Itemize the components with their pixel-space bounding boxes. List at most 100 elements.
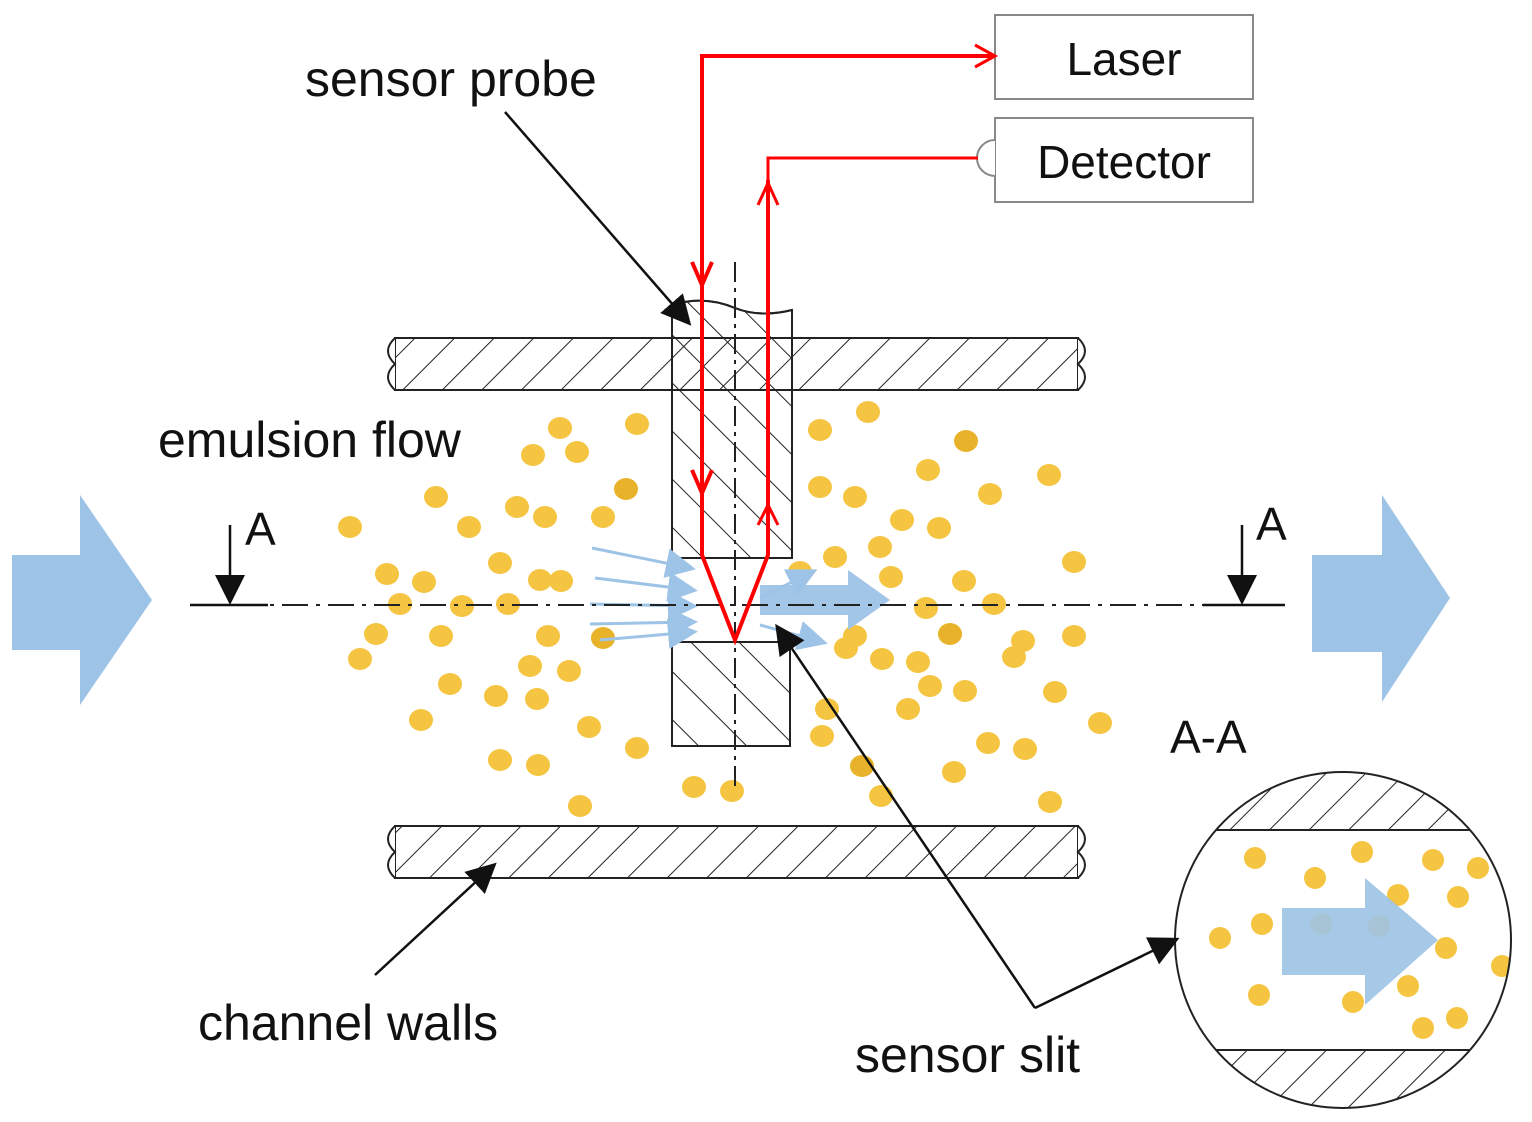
- droplet: [869, 785, 893, 807]
- droplet: [976, 732, 1000, 754]
- droplet: [952, 570, 976, 592]
- section-droplet: [1467, 857, 1489, 879]
- droplet: [1088, 712, 1112, 734]
- droplet: [591, 627, 615, 649]
- droplet: [896, 698, 920, 720]
- droplet-scatter: [338, 401, 1112, 817]
- section-droplet: [1446, 1007, 1468, 1029]
- section-droplet: [1435, 937, 1457, 959]
- droplet: [788, 561, 812, 583]
- droplet: [412, 571, 436, 593]
- droplet: [577, 716, 601, 738]
- droplet: [879, 566, 903, 588]
- droplet: [338, 516, 362, 538]
- laser-beam-path: [690, 43, 999, 646]
- droplet: [549, 570, 573, 592]
- droplet: [906, 651, 930, 673]
- section-view: [1174, 771, 1512, 1109]
- droplet: [409, 709, 433, 731]
- droplet: [1002, 646, 1026, 668]
- flow-out-arrow: [1312, 495, 1450, 702]
- droplet: [868, 536, 892, 558]
- droplet: [557, 660, 581, 682]
- droplet: [834, 637, 858, 659]
- sensor-slit-label: sensor slit: [855, 1027, 1080, 1083]
- droplet: [942, 761, 966, 783]
- droplet: [457, 516, 481, 538]
- droplet: [1037, 464, 1061, 486]
- droplet: [808, 419, 832, 441]
- droplet: [808, 476, 832, 498]
- droplet: [856, 401, 880, 423]
- droplet: [682, 776, 706, 798]
- detector-port-icon: [976, 139, 996, 177]
- droplet: [496, 593, 520, 615]
- droplet: [1062, 625, 1086, 647]
- droplet: [364, 623, 388, 645]
- droplet: [450, 595, 474, 617]
- droplet: [614, 478, 638, 500]
- section-marker-left: [190, 525, 268, 607]
- droplet: [424, 486, 448, 508]
- droplet: [625, 737, 649, 759]
- section-droplet: [1251, 913, 1273, 935]
- droplet: [843, 486, 867, 508]
- droplet: [565, 441, 589, 463]
- droplet: [525, 688, 549, 710]
- droplet: [1013, 738, 1037, 760]
- droplet: [533, 506, 557, 528]
- section-droplet: [1342, 991, 1364, 1013]
- droplet: [927, 517, 951, 539]
- droplet: [1062, 551, 1086, 573]
- droplet: [488, 552, 512, 574]
- leader-lines: [374, 111, 1180, 1010]
- droplet: [914, 597, 938, 619]
- droplet: [815, 698, 839, 720]
- section-droplet: [1351, 841, 1373, 863]
- droplet: [1038, 791, 1062, 813]
- droplet: [488, 749, 512, 771]
- section-droplet: [1447, 886, 1469, 908]
- droplet: [916, 459, 940, 481]
- section-label-right: A: [1256, 498, 1287, 550]
- droplet: [528, 569, 552, 591]
- droplet: [1043, 681, 1067, 703]
- droplet: [591, 506, 615, 528]
- laser-box: [994, 14, 1254, 100]
- droplet: [536, 625, 560, 647]
- droplet: [484, 685, 508, 707]
- droplet: [548, 417, 572, 439]
- droplet: [978, 483, 1002, 505]
- droplet: [518, 655, 542, 677]
- droplet: [810, 725, 834, 747]
- section-droplet: [1397, 975, 1419, 997]
- detector-beam-path: [766, 156, 978, 183]
- sensor-probe-label: sensor probe: [305, 51, 597, 107]
- droplet: [720, 780, 744, 802]
- flow-in-arrow: [12, 495, 152, 705]
- section-droplet: [1387, 884, 1409, 906]
- section-droplet: [1422, 849, 1444, 871]
- laser-label: Laser: [1066, 33, 1181, 85]
- slit-flow-arrow: [760, 570, 890, 630]
- section-marker-right: [1203, 525, 1285, 607]
- droplet: [890, 509, 914, 531]
- channel-wall-bottom: [387, 825, 1086, 879]
- droplet: [938, 623, 962, 645]
- section-view-label: A-A: [1170, 711, 1247, 763]
- droplet: [823, 546, 847, 568]
- emulsion-flow-label: emulsion flow: [158, 412, 462, 468]
- section-droplet: [1304, 867, 1326, 889]
- droplet: [438, 673, 462, 695]
- droplet: [521, 444, 545, 466]
- detector-box: [994, 117, 1254, 203]
- sensor-probe-lower: [671, 641, 791, 747]
- droplet: [870, 648, 894, 670]
- droplet: [568, 795, 592, 817]
- droplet: [625, 413, 649, 435]
- droplet: [954, 430, 978, 452]
- droplet: [953, 680, 977, 702]
- section-label-left: A: [245, 503, 276, 555]
- droplet: [348, 648, 372, 670]
